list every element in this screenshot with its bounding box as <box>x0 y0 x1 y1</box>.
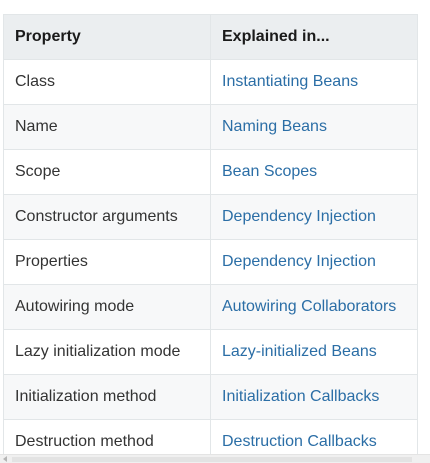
scrollbar-thumb[interactable] <box>12 457 412 462</box>
scroll-left-arrow-icon[interactable] <box>3 456 7 462</box>
doc-link[interactable]: Instantiating Beans <box>222 73 359 90</box>
table-row: Lazy initialization mode Lazy-initialize… <box>3 329 418 375</box>
link-cell: Dependency Injection <box>210 239 418 285</box>
doc-link[interactable]: Initialization Callbacks <box>222 388 380 405</box>
property-cell: Class <box>3 59 211 105</box>
property-cell: Lazy initialization mode <box>3 329 211 375</box>
doc-link[interactable]: Lazy-initialized Beans <box>222 343 377 360</box>
link-cell: Initialization Callbacks <box>210 374 418 420</box>
property-cell: Autowiring mode <box>3 284 211 330</box>
link-cell: Autowiring Collaborators <box>210 284 418 330</box>
table-row: Autowiring mode Autowiring Collaborators <box>3 284 418 330</box>
table-row: Name Naming Beans <box>3 104 418 150</box>
table-header-row: Property Explained in... <box>3 14 418 60</box>
table-row: Properties Dependency Injection <box>3 239 418 285</box>
link-cell: Instantiating Beans <box>210 59 418 105</box>
header-explained-in: Explained in... <box>210 14 418 60</box>
doc-link[interactable]: Naming Beans <box>222 118 327 135</box>
link-cell: Bean Scopes <box>210 149 418 195</box>
link-cell: Lazy-initialized Beans <box>210 329 418 375</box>
doc-link[interactable]: Dependency Injection <box>222 208 376 225</box>
property-cell: Properties <box>3 239 211 285</box>
doc-link[interactable]: Destruction Callbacks <box>222 433 377 450</box>
link-cell: Dependency Injection <box>210 194 418 240</box>
horizontal-scrollbar[interactable] <box>0 454 430 463</box>
doc-link[interactable]: Autowiring Collaborators <box>222 298 397 315</box>
table-row: Initialization method Initialization Cal… <box>3 374 418 420</box>
link-cell: Naming Beans <box>210 104 418 150</box>
table-row: Constructor arguments Dependency Injecti… <box>3 194 418 240</box>
doc-link[interactable]: Dependency Injection <box>222 253 376 270</box>
property-cell: Name <box>3 104 211 150</box>
property-cell: Initialization method <box>3 374 211 420</box>
header-property: Property <box>3 14 211 60</box>
table-row: Class Instantiating Beans <box>3 59 418 105</box>
doc-link[interactable]: Bean Scopes <box>222 163 318 180</box>
property-cell: Constructor arguments <box>3 194 211 240</box>
table-row: Scope Bean Scopes <box>3 149 418 195</box>
property-cell: Scope <box>3 149 211 195</box>
property-cell: Destruction method <box>3 419 211 463</box>
bean-properties-table: Property Explained in... Class Instantia… <box>3 14 418 463</box>
